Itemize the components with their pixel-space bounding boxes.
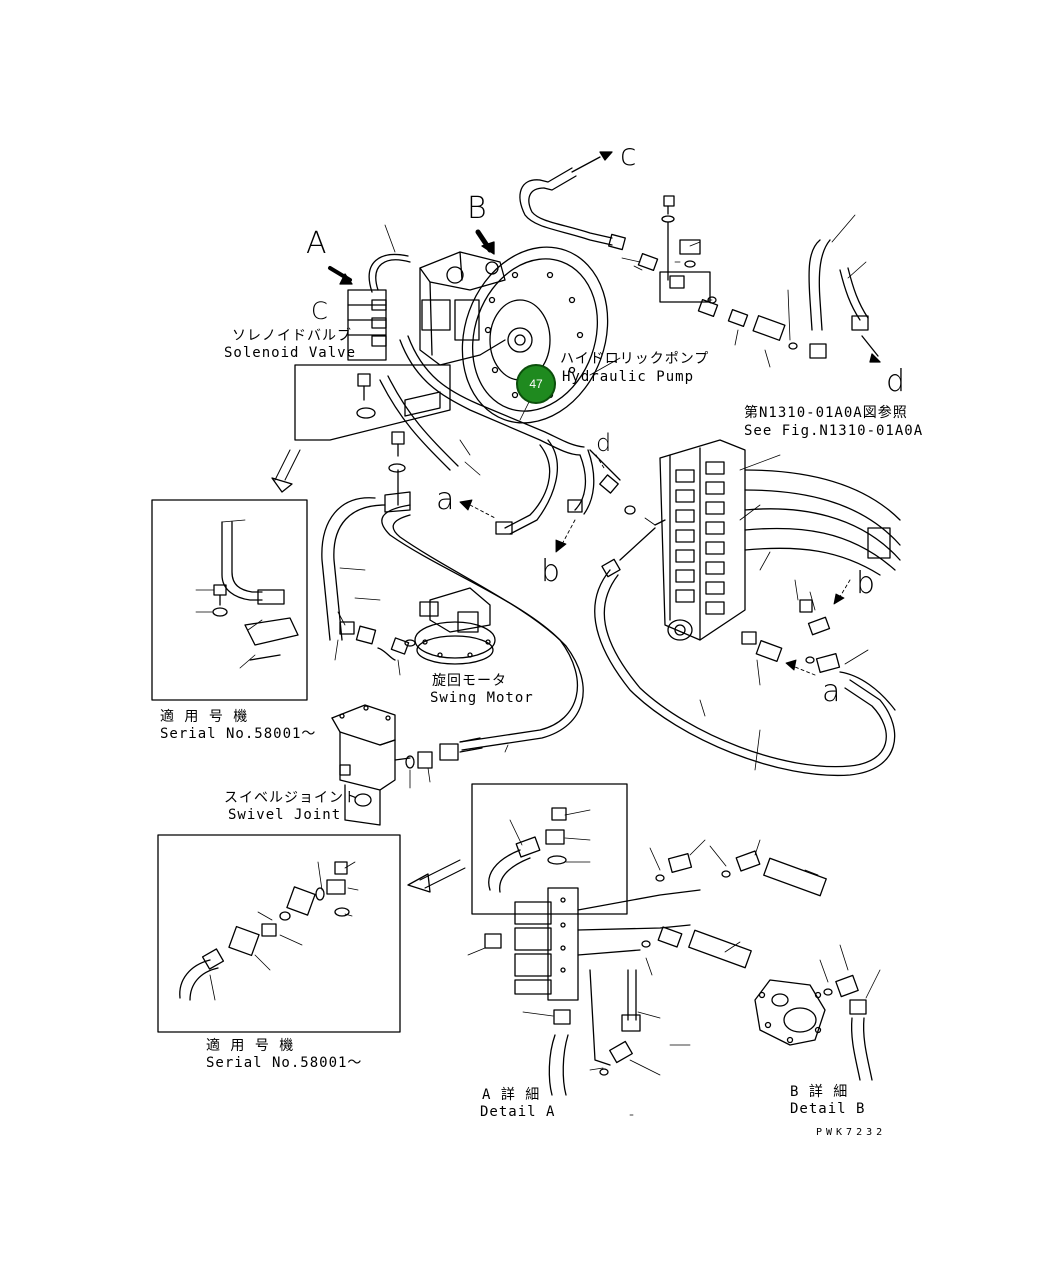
swing-loop-hoses bbox=[321, 497, 584, 751]
label-d-right: d bbox=[886, 364, 906, 399]
label-a-left: a bbox=[436, 482, 455, 517]
right-a-fittings bbox=[741, 599, 896, 711]
serial-label-2-jp: 適 用 号 機 bbox=[206, 1038, 295, 1054]
reference-label-en: See Fig.N1310-01A0A bbox=[744, 423, 924, 439]
detail-a-label-jp: A 詳 細 bbox=[482, 1087, 541, 1103]
pump-hoses bbox=[368, 253, 621, 535]
label-a-right: a bbox=[822, 674, 841, 709]
label-B: B bbox=[467, 191, 487, 226]
label-C: C bbox=[311, 297, 328, 325]
valve-spools bbox=[675, 461, 725, 615]
reference-label-jp: 第N1310-01A0A図参照 bbox=[744, 405, 908, 421]
serial-label-1-en: Serial No.58001～ bbox=[160, 726, 317, 742]
swivel-joint-label-en: Swivel Joint bbox=[228, 807, 342, 823]
detail-b bbox=[754, 974, 873, 1081]
swing-motor-label-jp: 旋回モータ bbox=[432, 673, 507, 689]
serial-label-2-en: Serial No.58001～ bbox=[206, 1055, 363, 1071]
bracket-group bbox=[294, 364, 451, 513]
hydraulic-pump bbox=[419, 246, 609, 424]
top-right-fittings bbox=[637, 195, 881, 363]
detail-a bbox=[471, 783, 827, 1096]
serial-label-1-jp: 適 用 号 機 bbox=[160, 709, 249, 725]
label-b-middle: b bbox=[541, 554, 561, 589]
detail-box-bottom-left bbox=[157, 834, 401, 1033]
swing-motor bbox=[414, 587, 496, 665]
part-callout-47[interactable]: 47 bbox=[516, 364, 556, 404]
swing-motor-label-en: Swing Motor bbox=[430, 690, 534, 706]
detail-a-label-en: Detail A bbox=[480, 1104, 556, 1120]
solenoid-valve bbox=[328, 266, 387, 361]
swing-bolts bbox=[422, 639, 491, 658]
detail-b-label-jp: B 詳 細 bbox=[790, 1084, 849, 1100]
hydraulic-pump-label-jp: ハイドロリックポンプ bbox=[560, 351, 710, 367]
valve-loop-hose bbox=[594, 505, 896, 777]
hydraulic-pump-label-en: Hydraulic Pump bbox=[562, 369, 695, 385]
label-c-top: c bbox=[620, 138, 637, 173]
label-A: A bbox=[306, 226, 327, 261]
swivel-joint bbox=[331, 704, 483, 826]
connection-arrows bbox=[459, 454, 851, 676]
detail-box-top-left bbox=[151, 499, 308, 701]
solenoid-valve-label-jp: ソレノイドバルブ bbox=[232, 328, 352, 344]
swing-fittings bbox=[339, 621, 416, 661]
leader-lines bbox=[195, 214, 881, 1116]
control-valve bbox=[659, 439, 901, 641]
label-b-right: b bbox=[856, 566, 876, 601]
detail-b-label-en: Detail B bbox=[790, 1101, 866, 1117]
drawing-code: PWK7232 bbox=[816, 1127, 887, 1138]
hose-to-c bbox=[519, 151, 626, 251]
solenoid-valve-label-en: Solenoid Valve bbox=[224, 345, 357, 361]
swivel-joint-label-jp: スイベルジョイント bbox=[224, 790, 359, 806]
label-d-middle: d bbox=[596, 429, 612, 457]
